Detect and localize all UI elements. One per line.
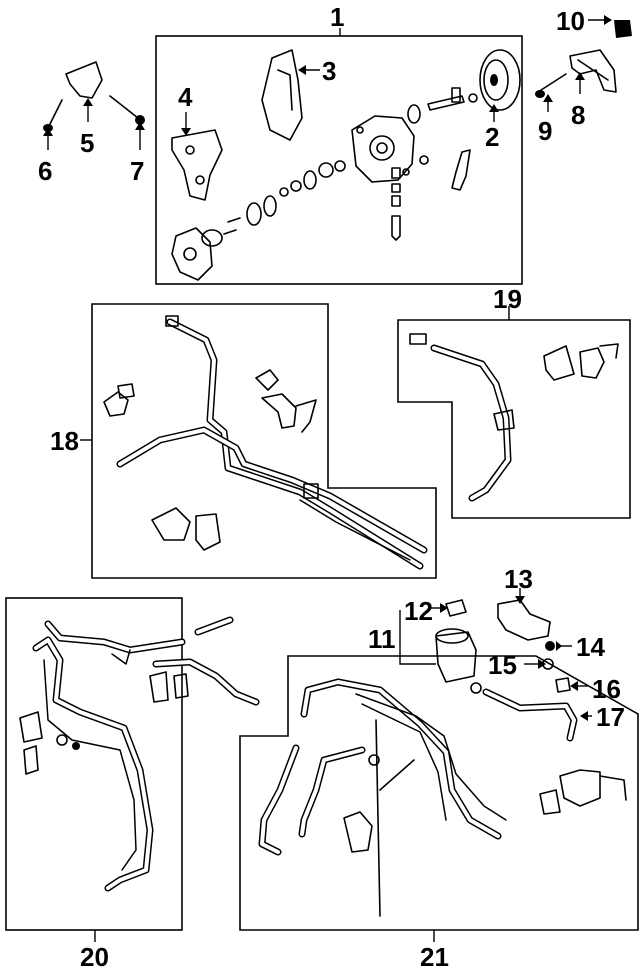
bracket-8-10-group: 8 9 10 [535,6,632,146]
callout-3[interactable]: 3 [322,56,336,86]
callout-6[interactable]: 6 [38,156,52,186]
rod-bracket-21 [375,719,381,917]
return-hose-group-19: 19 [397,284,631,519]
reservoir-group: 11 12 13 14 15 16 17 [368,564,625,742]
callout-10[interactable]: 10 [556,6,585,36]
clamp-19 [543,345,575,381]
reservoir-cap-12 [445,599,467,617]
callout-18[interactable]: 18 [50,426,79,456]
clamp-16 [555,677,571,693]
callout-14[interactable]: 14 [576,632,605,662]
pump-pulley [479,49,521,111]
reservoir-bracket-13 [497,599,551,641]
callout-7[interactable]: 7 [130,156,144,186]
cooler-line-group-21: 21 [239,655,639,971]
cooler-line-group-20: 20 [5,597,260,971]
callout-2[interactable]: 2 [485,122,499,152]
reservoir-11 [435,631,477,683]
callout-20[interactable]: 20 [80,942,109,971]
clamp-18b [255,369,279,391]
callout-19[interactable]: 19 [493,284,522,314]
callout-5[interactable]: 5 [80,128,94,158]
callout-21[interactable]: 21 [420,942,449,971]
pump-rear-cover [171,227,213,281]
pump-mount-group: 5 6 7 [38,61,145,186]
pump-assembly-group: 1 4 3 2 [155,2,523,285]
callout-1[interactable]: 1 [330,2,344,32]
callout-17[interactable]: 17 [596,702,625,732]
callout-9[interactable]: 9 [538,116,552,146]
bolt-7 [109,95,139,119]
clamp-18a [103,391,129,417]
clamp-21a [539,789,561,815]
callout-15[interactable]: 15 [488,650,517,680]
callout-13[interactable]: 13 [504,564,533,594]
bracket-8 [569,49,617,93]
pump-bracket [171,129,223,201]
cooler-group-20-frame [5,597,183,931]
pump-shaft [427,95,465,111]
hose-group-19-frame [397,319,631,519]
clamp-18c [151,507,191,541]
bolt-6 [49,99,63,125]
nut-14 [545,641,555,651]
pump-assembly-frame [155,35,523,285]
callout-11[interactable]: 11 [368,624,396,654]
callout-8[interactable]: 8 [571,100,585,130]
pressure-hose-group-18: 18 [50,303,437,579]
callout-4[interactable]: 4 [178,82,193,112]
clamp-20a [19,711,43,743]
mount-bracket-5 [65,61,103,99]
hose-group-18-frame [91,303,437,579]
callout-12[interactable]: 12 [404,596,433,626]
pump-heat-shield [261,49,303,141]
bolt-9 [537,73,567,93]
cooler-group-21-frame [239,655,639,931]
callout-16[interactable]: 16 [592,674,621,704]
clip-10 [614,20,632,38]
pump-body [351,115,415,183]
